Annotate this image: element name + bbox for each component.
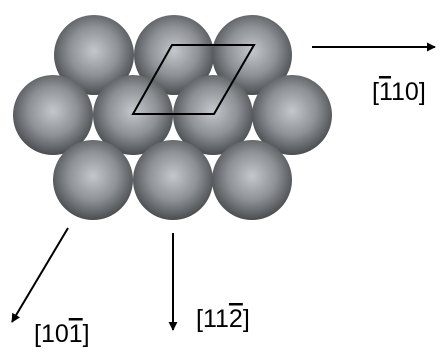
atom-sphere [252,75,332,155]
atom-row-back [54,15,292,95]
atom-sphere [212,140,292,220]
label-rest: 10] [391,78,426,106]
label-bar-digit: 1 [379,78,392,106]
atom-sphere [54,15,134,95]
label-bar-digit: 2 [229,305,243,333]
direction-label-right: [110] [372,78,426,106]
unit-cell-rhombus [131,44,256,115]
arrow-down-left [11,227,69,323]
atom-row-front [53,140,292,220]
atom-sphere [212,15,292,95]
direction-label-down-left: [101] [34,320,90,348]
atom-sphere [133,140,213,220]
label-rest: ] [83,320,90,348]
atom-sphere [53,140,133,220]
direction-label-down: [112] [196,305,250,333]
label-open: [11 [196,305,229,333]
label-open: [10 [34,320,69,348]
label-bar-digit: 1 [69,320,83,348]
label-open: [ [372,78,379,106]
label-rest: ] [243,305,250,333]
atom-sphere [13,75,93,155]
